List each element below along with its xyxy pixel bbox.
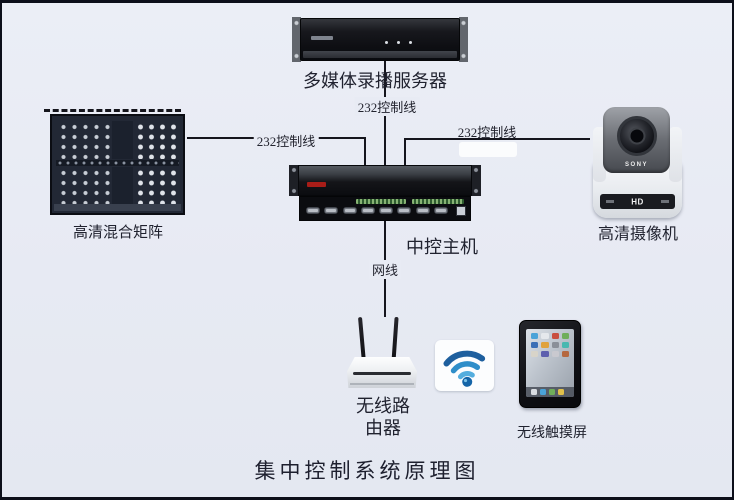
matrix-middle-panel	[112, 121, 133, 159]
matrix-divider	[56, 160, 179, 166]
server-bottom-strip	[303, 51, 457, 58]
server-chassis	[300, 18, 460, 61]
server-image	[292, 17, 468, 62]
matrix-port-section	[56, 121, 179, 159]
touchscreen-app-icons	[526, 329, 574, 361]
matrix-dashed-edge	[44, 109, 181, 112]
server-led-indicators	[385, 41, 412, 44]
router-base-edge	[349, 383, 415, 385]
router-label: 无线路 由器	[356, 395, 410, 439]
camera-label: 高清摄像机	[597, 226, 679, 243]
matrix-square-ports	[133, 121, 179, 159]
router-body	[347, 357, 417, 388]
cable-label-server-host: 232控制线	[354, 97, 420, 116]
server-rack-ear	[459, 17, 468, 62]
camera-lens	[616, 116, 657, 156]
camera-head: SONY	[603, 107, 670, 173]
host-rack-ear	[289, 165, 299, 196]
host-image	[289, 165, 481, 221]
camera-side-panel	[669, 127, 682, 182]
server-rack-ear	[292, 17, 301, 62]
server-label: 多媒体录播服务器	[303, 71, 447, 91]
matrix-round-ports	[56, 167, 112, 205]
host-ethernet-port	[456, 206, 466, 216]
camera-base-strip: HD	[600, 194, 675, 209]
cable-label-matrix-host: 232控制线	[253, 131, 319, 150]
matrix-middle-panel	[112, 167, 133, 205]
host-label: 中控主机	[406, 237, 478, 257]
matrix-label: 高清混合矩阵	[72, 225, 164, 241]
touchscreen-dock	[526, 387, 574, 397]
matrix-square-ports	[133, 167, 179, 205]
router-antenna	[358, 316, 366, 364]
camera-side-panel	[593, 127, 606, 182]
wifi-icon	[435, 340, 494, 391]
router-label-line2: 由器	[365, 418, 401, 438]
cable-camera-to-host	[404, 138, 590, 140]
router-label-line1: 无线路	[356, 396, 410, 416]
cable-label-host-router: 网线	[368, 260, 402, 279]
server-logo	[311, 36, 333, 40]
touchscreen-image	[519, 320, 581, 408]
host-rack-panel	[289, 165, 481, 196]
camera-image: SONY HD	[590, 105, 683, 218]
host-rack-ear	[471, 165, 481, 196]
white-patch	[459, 142, 517, 157]
host-port-panel	[299, 196, 471, 221]
router-image	[347, 315, 417, 391]
camera-hd-badge: HD	[631, 197, 644, 206]
camera-brand-text: SONY	[624, 162, 648, 168]
matrix-image	[50, 114, 185, 215]
touchscreen-label: 无线触摸屏	[517, 426, 587, 441]
page-title: 集中控制系统原理图	[254, 459, 480, 483]
cable-label-camera-host: 232控制线	[457, 125, 517, 140]
router-front-slot	[352, 372, 412, 375]
cable-matrix-to-host-elbow	[364, 137, 366, 166]
matrix-bottom-strip	[54, 204, 181, 211]
router-antenna	[391, 316, 399, 364]
host-front-face	[298, 165, 472, 196]
matrix-round-ports	[56, 121, 112, 159]
host-terminal-block	[412, 199, 464, 204]
touchscreen-screen	[526, 329, 574, 397]
host-logo	[307, 182, 326, 187]
matrix-port-section	[56, 167, 179, 205]
host-serial-ports	[306, 207, 448, 214]
cable-camera-to-host-elbow	[404, 138, 406, 166]
host-terminal-block	[356, 199, 406, 204]
